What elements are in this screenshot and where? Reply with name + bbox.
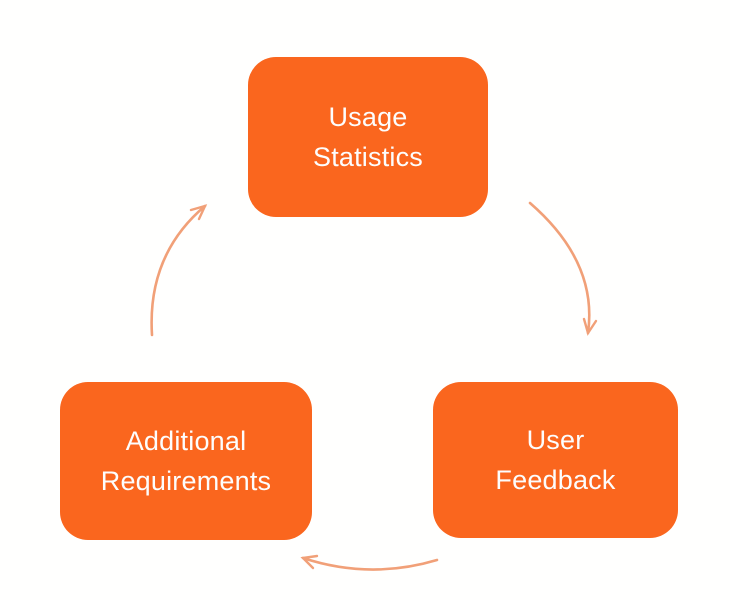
- arrowhead-left-icon: [300, 554, 319, 570]
- node-label-line: Additional: [125, 426, 247, 456]
- arrow-feedback-to-requirements: [300, 554, 439, 571]
- node-user-feedback: User Feedback: [433, 382, 678, 538]
- node-label-line: User: [526, 425, 585, 455]
- node-usage-statistics: Usage Statistics: [248, 57, 488, 217]
- arrow-usage-to-feedback: [528, 201, 598, 336]
- node-label-line: Statistics: [312, 142, 424, 172]
- node-label-line: Feedback: [495, 465, 616, 495]
- node-label-line: Requirements: [100, 466, 272, 496]
- arrowhead-down-icon: [582, 317, 598, 336]
- node-additional-requirements: Additional Requirements: [60, 382, 312, 540]
- node-label-line: Usage: [328, 102, 408, 132]
- arrow-requirements-to-usage: [150, 204, 208, 337]
- arrowhead-up-right-icon: [189, 204, 208, 221]
